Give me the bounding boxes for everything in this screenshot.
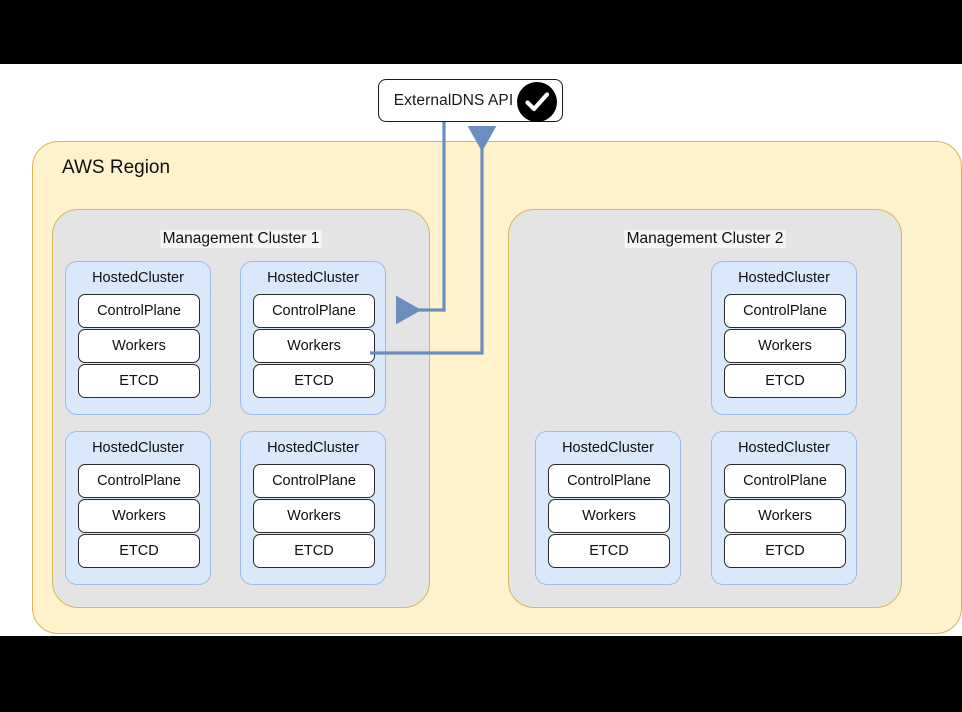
component-etcd[interactable]: ETCD	[253, 364, 375, 398]
hosted-cluster[interactable]: HostedCluster ControlPlane Workers ETCD	[65, 261, 211, 415]
component-controlplane[interactable]: ControlPlane	[78, 464, 200, 498]
hosted-cluster-label: HostedCluster	[92, 270, 184, 286]
component-controlplane[interactable]: ControlPlane	[548, 464, 670, 498]
component-workers[interactable]: Workers	[78, 329, 200, 363]
component-workers[interactable]: Workers	[253, 329, 375, 363]
component-workers[interactable]: Workers	[548, 499, 670, 533]
component-stack: ControlPlane Workers ETCD	[724, 464, 846, 569]
component-workers[interactable]: Workers	[724, 499, 846, 533]
component-stack: ControlPlane Workers ETCD	[548, 464, 670, 569]
component-etcd[interactable]: ETCD	[78, 534, 200, 568]
hosted-cluster[interactable]: HostedCluster ControlPlane Workers ETCD	[240, 431, 386, 585]
hosted-cluster-label: HostedCluster	[738, 270, 830, 286]
letterbox-top	[0, 0, 962, 64]
hosted-cluster[interactable]: HostedCluster ControlPlane Workers ETCD	[240, 261, 386, 415]
component-etcd[interactable]: ETCD	[724, 534, 846, 568]
hosted-cluster-label: HostedCluster	[267, 440, 359, 456]
component-etcd[interactable]: ETCD	[724, 364, 846, 398]
component-workers[interactable]: Workers	[253, 499, 375, 533]
hosted-cluster[interactable]: HostedCluster ControlPlane Workers ETCD	[711, 431, 857, 585]
component-controlplane[interactable]: ControlPlane	[724, 464, 846, 498]
component-controlplane[interactable]: ControlPlane	[78, 294, 200, 328]
hosted-cluster-label: HostedCluster	[562, 440, 654, 456]
component-controlplane[interactable]: ControlPlane	[724, 294, 846, 328]
component-etcd[interactable]: ETCD	[548, 534, 670, 568]
component-etcd[interactable]: ETCD	[253, 534, 375, 568]
hosted-cluster[interactable]: HostedCluster ControlPlane Workers ETCD	[711, 261, 857, 415]
component-stack: ControlPlane Workers ETCD	[78, 464, 200, 569]
hosted-cluster[interactable]: HostedCluster ControlPlane Workers ETCD	[65, 431, 211, 585]
component-workers[interactable]: Workers	[78, 499, 200, 533]
hosted-cluster-label: HostedCluster	[267, 270, 359, 286]
letterbox-bottom	[0, 636, 962, 712]
component-controlplane[interactable]: ControlPlane	[253, 294, 375, 328]
management-cluster-1-label: Management Cluster 1	[160, 230, 322, 248]
aws-region-label: AWS Region	[62, 157, 171, 178]
component-stack: ControlPlane Workers ETCD	[78, 294, 200, 399]
component-controlplane[interactable]: ControlPlane	[253, 464, 375, 498]
component-stack: ControlPlane Workers ETCD	[724, 294, 846, 399]
component-etcd[interactable]: ETCD	[78, 364, 200, 398]
hosted-cluster[interactable]: HostedCluster ControlPlane Workers ETCD	[535, 431, 681, 585]
hosted-cluster-label: HostedCluster	[738, 440, 830, 456]
component-workers[interactable]: Workers	[724, 329, 846, 363]
check-circle-icon	[517, 82, 557, 122]
management-cluster-2-label: Management Cluster 2	[624, 230, 786, 248]
hosted-cluster-label: HostedCluster	[92, 440, 184, 456]
externaldns-api-label: ExternalDNS API	[393, 91, 514, 109]
component-stack: ControlPlane Workers ETCD	[253, 294, 375, 399]
component-stack: ControlPlane Workers ETCD	[253, 464, 375, 569]
